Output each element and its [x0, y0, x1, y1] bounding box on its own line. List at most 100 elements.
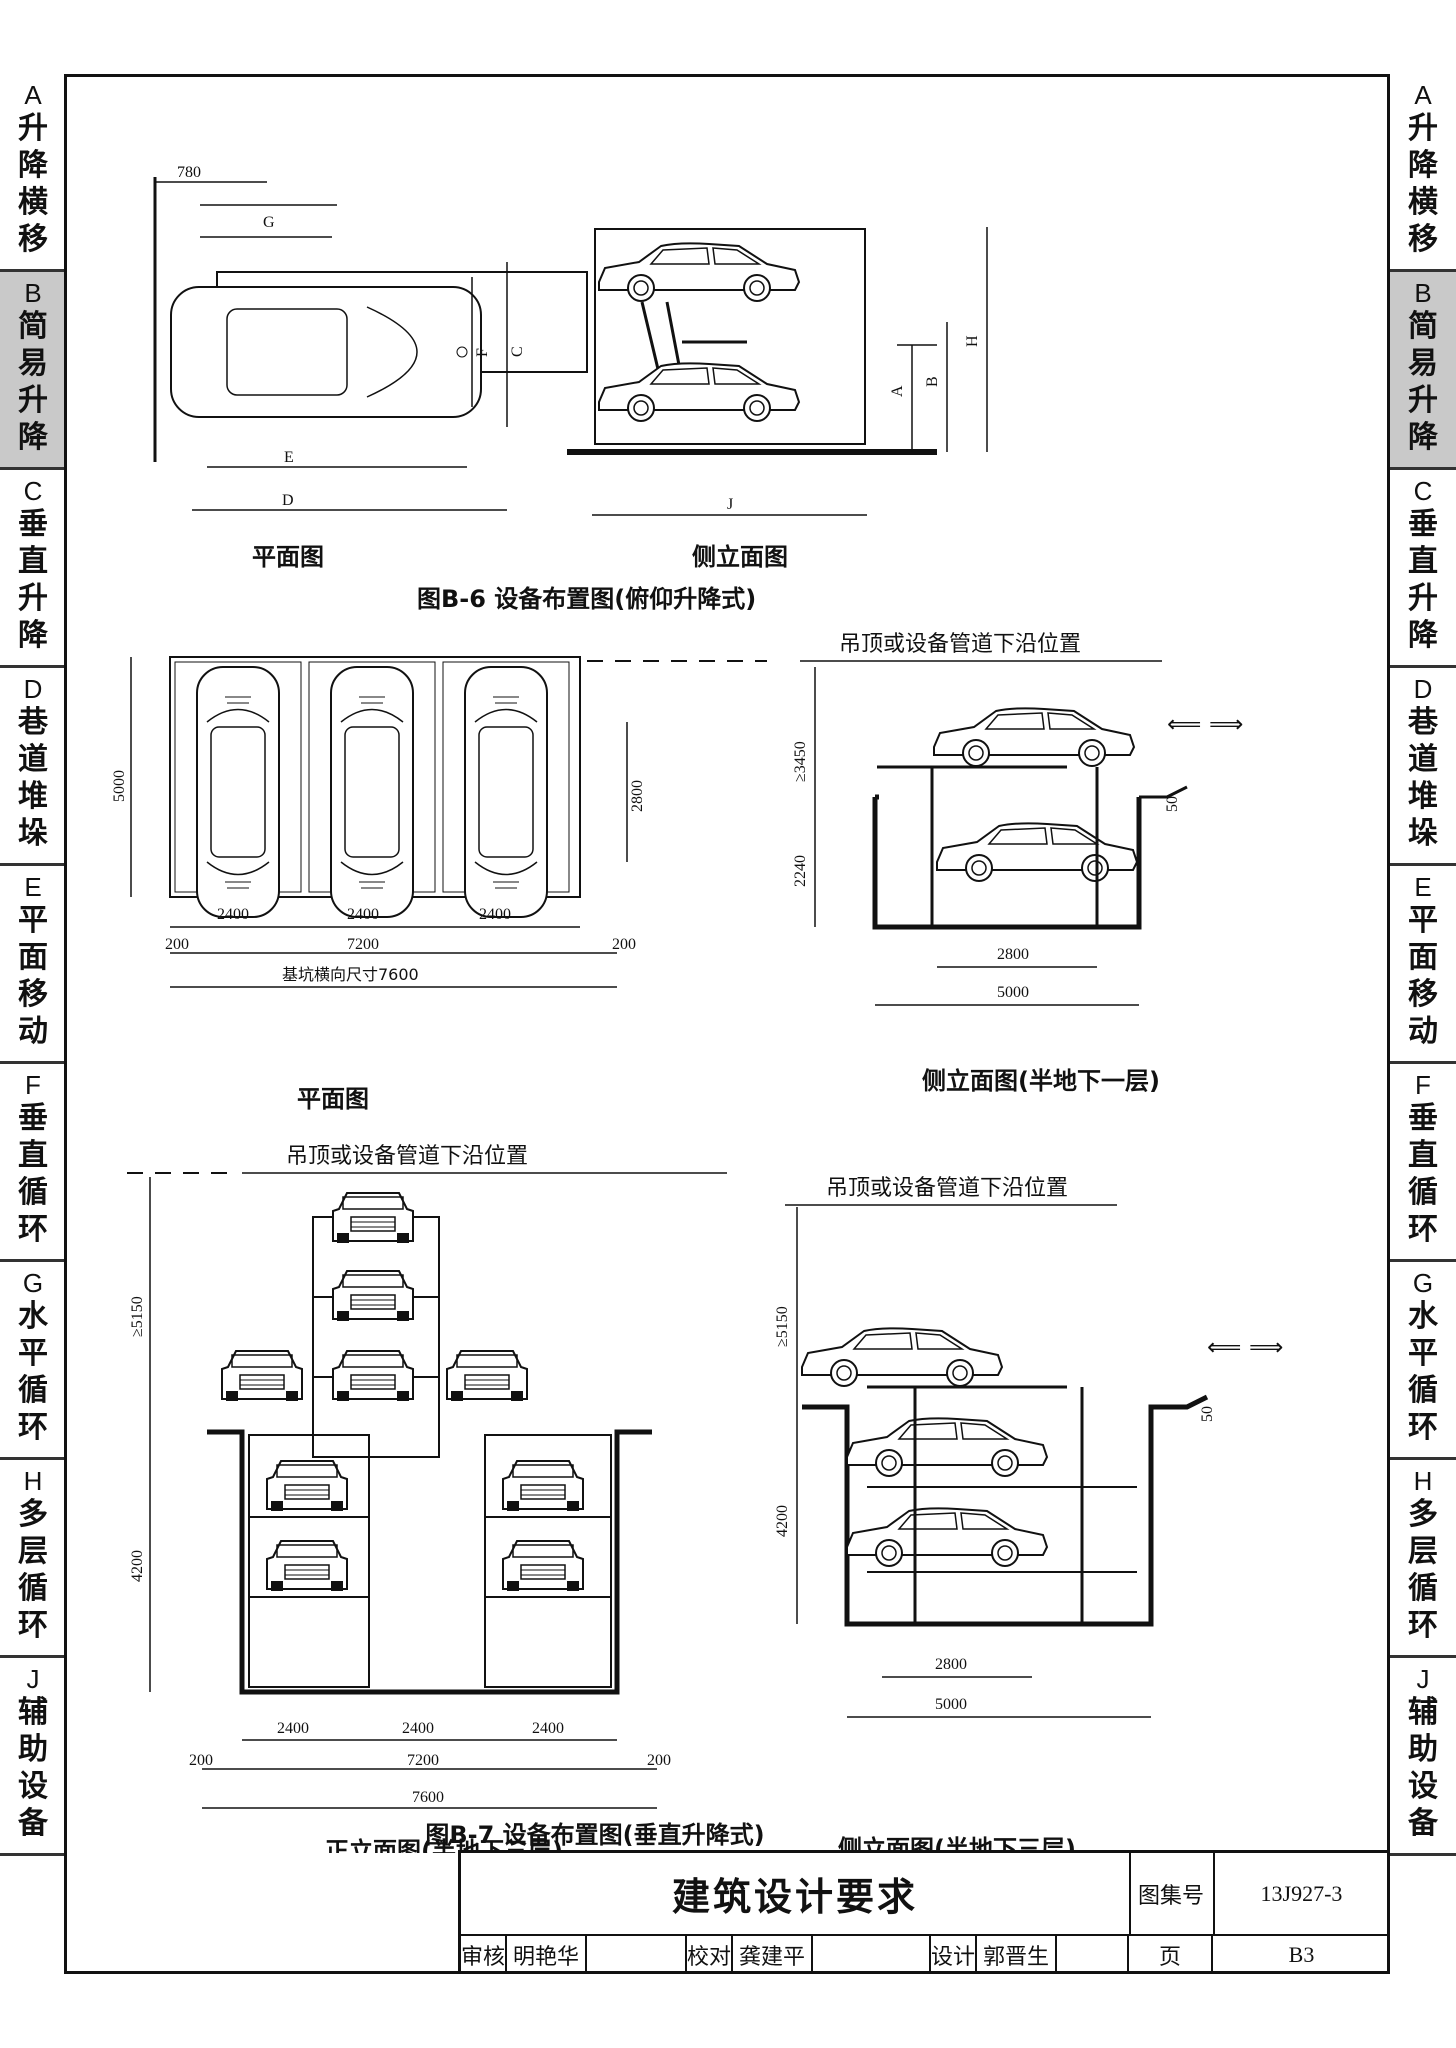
tab-char: 面 [18, 940, 48, 975]
b7-top-dim-5000: 5000 [997, 984, 1029, 1001]
tab-char: 动 [18, 1014, 48, 1049]
tab-char: 水 [18, 1299, 48, 1334]
tab-char: 升 [1408, 111, 1438, 146]
tab-char: 直 [18, 1138, 48, 1173]
tab-code: E [24, 872, 42, 902]
tab-char: 升 [1408, 383, 1438, 418]
tab-char: 循 [1408, 1175, 1438, 1210]
checker-signature [813, 1936, 931, 1974]
tab-char: 平 [18, 903, 48, 938]
tab-char: 平 [18, 1336, 48, 1371]
b7-plan-dim-w2: 2400 [347, 906, 379, 923]
b7-front-dim-w2: 2400 [402, 1720, 434, 1737]
tab-char: 环 [1408, 1212, 1438, 1247]
tab-char: 循 [18, 1571, 48, 1606]
b7-plan-dim-total: 7200 [347, 936, 379, 953]
tab-code: J [1416, 1664, 1430, 1694]
tab-code: H [1413, 1466, 1433, 1496]
title-block: 建筑设计要求 图集号 13J927-3 审核 明艳华 校对 龚建平 设计 郭晋生… [458, 1850, 1390, 1974]
tab-code: D [1413, 674, 1433, 704]
tab-char: 巷 [1408, 705, 1438, 740]
b7-plan-dim-w1: 2400 [217, 906, 249, 923]
b7-bottom-ceiling-note: 吊顶或设备管道下沿位置 [826, 1176, 1068, 1201]
tab-char: 垂 [18, 507, 48, 542]
b6-dim-B: B [924, 376, 941, 387]
page-label: 页 [1129, 1936, 1213, 1974]
b7-bottom-dim-2800: 2800 [935, 1656, 967, 1673]
tab-char: 助 [1408, 1732, 1438, 1767]
b7-caption: 图B-7 设备布置图(垂直升降式) [425, 1821, 764, 1849]
b7-front-dim-total: 7200 [407, 1752, 439, 1769]
tab-char: 巷 [18, 705, 48, 740]
b7-front-ceiling-note: 吊顶或设备管道下沿位置 [286, 1144, 528, 1169]
check-label: 校对 [687, 1936, 733, 1974]
tab-char: 堆 [18, 779, 48, 814]
designer-signature [1057, 1936, 1129, 1974]
tab-code: G [22, 1268, 44, 1298]
b6-side-label: 侧立面图 [692, 543, 788, 571]
tab-char: 垂 [1408, 507, 1438, 542]
tab-char: 简 [1408, 309, 1438, 344]
tab-char: 环 [18, 1608, 48, 1643]
tab-char: 多 [18, 1497, 48, 1532]
tab-code: F [25, 1070, 41, 1100]
tab-code: G [1412, 1268, 1434, 1298]
b7-top-side-label: 侧立面图(半地下一层) [922, 1067, 1160, 1095]
tab-char: 水 [1408, 1299, 1438, 1334]
tab-char: 直 [1408, 1138, 1438, 1173]
b7-top-dim-50: 50 [1164, 796, 1181, 812]
tab-char: 降 [18, 420, 48, 455]
atlas-number: 13J927-3 [1260, 1880, 1343, 1906]
b7-front-dim-e2: 200 [647, 1752, 671, 1769]
tab-char: 移 [18, 222, 48, 257]
b7-front-dim-up: ≥5150 [129, 1296, 146, 1337]
designer-name: 郭晋生 [977, 1936, 1057, 1974]
checker-name: 龚建平 [733, 1936, 813, 1974]
tab-char: 垛 [18, 816, 48, 851]
b7-bottom-dim-down: 4200 [774, 1505, 791, 1537]
b6-dim-C: C [509, 346, 526, 357]
tab-char: 设 [1408, 1769, 1438, 1804]
b6-side-view: A B H J 侧立面图 [567, 227, 988, 571]
tab-code: A [24, 80, 42, 110]
b7-plan-dim-pit: 基坑横向尺寸7600 [282, 965, 419, 984]
b6-dim-H: H [964, 335, 981, 347]
tab-char: 升 [1408, 581, 1438, 616]
tab-char: 降 [18, 148, 48, 183]
b6-dim-D: D [282, 492, 294, 509]
b7-top-dim-up: ≥3450 [792, 741, 809, 782]
tab-code: C [1413, 476, 1433, 506]
atlas-label: 图集号 [1129, 1853, 1215, 1934]
tab-code: H [23, 1466, 43, 1496]
drawing-title: 建筑设计要求 [461, 1853, 1131, 1934]
tab-char: 多 [1408, 1497, 1438, 1532]
tab-char: 易 [1408, 346, 1438, 381]
b7-front-dim-down: 4200 [129, 1550, 146, 1582]
page-number: B3 [1288, 1942, 1315, 1967]
tab-char: 循 [1408, 1571, 1438, 1606]
tab-char: 升 [18, 111, 48, 146]
b6-dim-F: F [474, 348, 491, 357]
b7-plan-dim-2800: 2800 [629, 780, 646, 812]
tab-code: F [1415, 1070, 1431, 1100]
